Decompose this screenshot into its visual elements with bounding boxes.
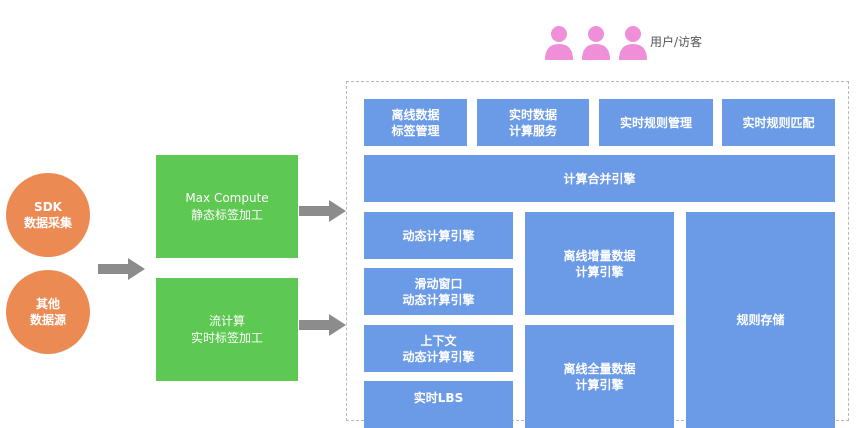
max-compute-line1: Max Compute — [185, 190, 269, 205]
rule-storage: 规则存储 — [686, 212, 835, 428]
source-sdk-line2: 数据采集 — [23, 216, 72, 230]
engine-line2: 计算引擎 — [575, 377, 624, 392]
realtime-rule-matching: 实时规则匹配 — [722, 99, 835, 146]
engine-line1: 上下文 — [420, 333, 457, 348]
service-line2: 标签管理 — [391, 123, 440, 138]
engine-line1: 离线增量数据 — [563, 248, 636, 263]
arrow-right-icon — [98, 258, 145, 280]
source-sdk-line1: SDK — [34, 200, 62, 214]
arrow-right-icon — [299, 314, 346, 336]
engine-line1: 动态计算引擎 — [402, 228, 475, 243]
realtime-rule-management: 实时规则管理 — [599, 99, 713, 146]
stream-compute-box: 流计算 实时标签加工 — [156, 278, 298, 381]
source-sdk: SDK 数据采集 — [6, 173, 90, 257]
source-other-line2: 数据源 — [29, 313, 66, 327]
engine-line2: 动态计算引擎 — [402, 349, 475, 364]
user-icon — [545, 26, 573, 60]
max-compute-line2: 静态标签加工 — [190, 207, 263, 222]
service-line2: 计算服务 — [508, 123, 557, 138]
realtime-lbs-engine: 实时LBS — [364, 381, 513, 428]
offline-full-engine: 离线全量数据 计算引擎 — [525, 325, 674, 428]
engine-line1: 离线全量数据 — [563, 361, 636, 376]
source-other: 其他 数据源 — [6, 270, 90, 354]
sliding-window-engine: 滑动窗口 动态计算引擎 — [364, 268, 513, 315]
engine-line2: 动态计算引擎 — [402, 292, 475, 307]
service-line1: 实时规则管理 — [619, 115, 692, 130]
merge-engine-label: 计算合并引擎 — [563, 171, 636, 186]
user-icon — [582, 26, 610, 60]
service-line1: 离线数据 — [391, 107, 440, 122]
rule-storage-label: 规则存储 — [736, 313, 785, 327]
context-engine: 上下文 动态计算引擎 — [364, 325, 513, 372]
user-icon — [619, 26, 647, 60]
realtime-compute-service: 实时数据 计算服务 — [477, 99, 589, 146]
offline-incremental-engine: 离线增量数据 计算引擎 — [525, 212, 674, 315]
service-line1: 实时规则匹配 — [742, 115, 815, 130]
merge-engine: 计算合并引擎 — [364, 155, 835, 202]
users-label: 用户/访客 — [650, 35, 703, 49]
offline-tag-management: 离线数据 标签管理 — [364, 99, 467, 146]
arrow-right-icon — [299, 200, 346, 222]
dynamic-compute-engine: 动态计算引擎 — [364, 212, 513, 259]
max-compute-box: Max Compute 静态标签加工 — [156, 155, 298, 258]
stream-compute-line2: 实时标签加工 — [190, 330, 263, 345]
engine-line2: 计算引擎 — [575, 264, 624, 279]
stream-compute-line1: 流计算 — [208, 313, 245, 328]
engine-line1: 滑动窗口 — [414, 276, 463, 291]
service-line1: 实时数据 — [508, 107, 557, 122]
engine-line1: 实时LBS — [413, 391, 464, 405]
source-other-line1: 其他 — [35, 297, 60, 311]
